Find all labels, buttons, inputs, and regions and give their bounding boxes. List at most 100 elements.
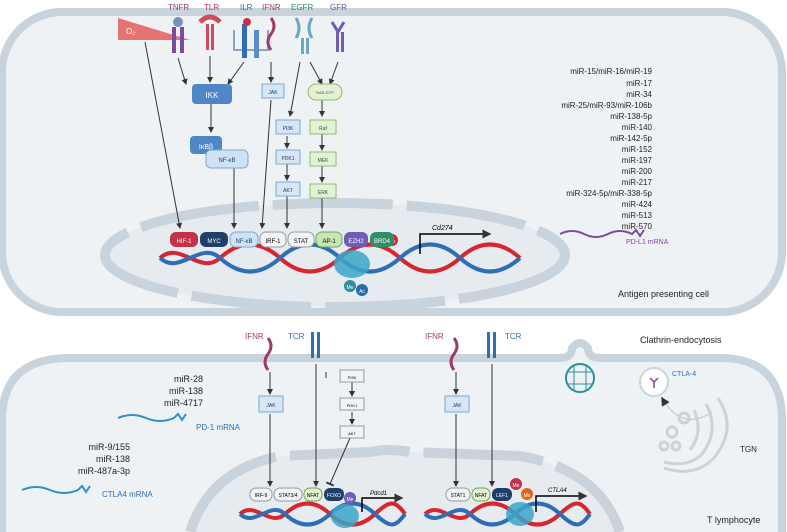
erk-node: ERK <box>309 183 337 199</box>
svg-text:Pdcd1: Pdcd1 <box>370 491 387 497</box>
svg-text:STAT1: STAT1 <box>451 493 466 499</box>
clathrin-vesicle: Clathrin-endocytosis <box>565 335 722 393</box>
svg-text:PDK1: PDK1 <box>281 156 294 162</box>
svg-text:HIF-1: HIF-1 <box>177 239 193 245</box>
ctla4-label: CTLA-4 <box>672 371 696 378</box>
svg-text:PD-1 mRNA: PD-1 mRNA <box>196 423 241 432</box>
svg-text:IRF-1: IRF-1 <box>266 239 282 245</box>
svg-text:FOXO: FOXO <box>327 493 341 499</box>
svg-text:miR-138-5p: miR-138-5p <box>610 112 652 121</box>
egfr-label: EGFR <box>291 3 313 12</box>
svg-text:AP-1: AP-1 <box>322 239 336 245</box>
svg-text:STAT3/4: STAT3/4 <box>279 493 298 499</box>
svg-text:PDK1: PDK1 <box>347 403 358 408</box>
svg-text:miR-140: miR-140 <box>622 123 653 132</box>
egfr-receptor: EGFR <box>291 3 313 54</box>
svg-text:EZH2: EZH2 <box>348 239 364 245</box>
svg-text:CTLA4: CTLA4 <box>548 488 567 494</box>
svg-text:miR-9/155: miR-9/155 <box>88 442 130 452</box>
svg-text:miR-197: miR-197 <box>622 156 653 165</box>
svg-text:IRF-9: IRF-9 <box>255 493 268 499</box>
pd1-mrna: PD-1 mRNA <box>117 412 241 432</box>
tf-brd4 <box>370 232 394 247</box>
tcell-dna-2: Me Me CTLA4 <box>423 478 592 527</box>
svg-text:NFAT: NFAT <box>307 493 319 499</box>
tf-hif1 <box>170 232 198 247</box>
tcr-t1: TCR <box>288 332 320 358</box>
svg-text:Cd274: Cd274 <box>432 225 453 232</box>
tf-ap1 <box>315 231 343 248</box>
svg-text:IFNR: IFNR <box>245 332 264 341</box>
svg-text:miR-25/miR-93/miR-106b: miR-25/miR-93/miR-106b <box>561 101 652 110</box>
svg-text:MEK: MEK <box>318 158 330 164</box>
jak-node: JAK <box>261 83 285 99</box>
svg-text:miR-142-5p: miR-142-5p <box>610 134 652 143</box>
clathrin-label: Clathrin-endocytosis <box>640 335 722 345</box>
tf-myc <box>200 232 228 247</box>
svg-text:miR-424: miR-424 <box>622 200 653 209</box>
tcell-tfs-1: IRF-9 STAT3/4 NFAT FOXO <box>249 487 344 502</box>
svg-text:Me: Me <box>513 483 520 489</box>
svg-text:TCR: TCR <box>288 332 305 341</box>
svg-text:miR-138: miR-138 <box>169 386 203 396</box>
pdl1-mrna: PD-L1 mRNA <box>559 228 669 246</box>
svg-text:NF-κB: NF-κB <box>219 158 236 164</box>
svg-text:STAT: STAT <box>294 239 309 245</box>
svg-text:miR-28: miR-28 <box>174 374 203 384</box>
svg-text:miR-34: miR-34 <box>626 90 652 99</box>
apc-mirna-list: miR-15/miR-16/miR-19 miR-17 miR-34 miR-2… <box>561 67 652 231</box>
pi3k-node: PI3K <box>275 119 301 135</box>
svg-text:MYC: MYC <box>207 239 221 245</box>
svg-text:BRD4: BRD4 <box>374 239 391 245</box>
jak-t1: JAK <box>258 395 284 413</box>
ctla4-mirna-list: miR-9/155 miR-138 miR-487a-3p <box>78 442 130 476</box>
svg-text:miR-570: miR-570 <box>622 222 653 231</box>
gfr-receptor: GFR <box>330 3 347 52</box>
raf-node: Raf <box>309 119 337 135</box>
tcell-tfs-2: STAT1 NFAT LEF1 <box>445 487 512 502</box>
tgn-label: TGN <box>740 445 757 454</box>
svg-text:Raf: Raf <box>319 126 327 132</box>
svg-text:miR-217: miR-217 <box>622 178 653 187</box>
svg-text:miR-17: miR-17 <box>626 79 652 88</box>
svg-text:NF-κB: NF-κB <box>236 239 253 245</box>
pi3k-t: PI3K <box>339 369 365 383</box>
ifnr-label: IFNR <box>262 3 281 12</box>
svg-text:Ac: Ac <box>359 289 365 295</box>
svg-text:IFNR: IFNR <box>425 332 444 341</box>
tlr-receptor: TLR <box>198 3 222 50</box>
tf-nfkb <box>229 231 259 248</box>
svg-text:Me: Me <box>347 497 354 503</box>
svg-text:miR-4717: miR-4717 <box>164 398 203 408</box>
svg-text:IKK: IKK <box>206 91 220 100</box>
svg-text:ERK: ERK <box>318 190 329 196</box>
tf-irf1 <box>259 231 287 248</box>
tcr-t2: TCR <box>487 332 522 358</box>
apc-tf-row: HIF-1 MYC NF-κB IRF-1 STAT AP-1 EZH2 BRD… <box>170 231 394 248</box>
svg-text:miR-487a-3p: miR-487a-3p <box>78 466 130 476</box>
tf-stat <box>287 231 315 248</box>
ctla4-vesicle: CTLA-4 <box>639 367 713 421</box>
akt-node: AKT <box>275 181 301 197</box>
nfkb-cyto-node: NF-κB <box>205 149 249 169</box>
pdk1-node: PDK1 <box>275 149 301 165</box>
tnfr-receptor: TNFR <box>168 3 190 53</box>
tf-ezh2 <box>344 232 368 247</box>
apc-cell <box>0 8 786 316</box>
ilr-label: ILR <box>240 3 253 12</box>
svg-text:JAK: JAK <box>452 403 462 409</box>
ifnr-t1: IFNR <box>245 332 273 371</box>
apc-cell-label: Antigen presenting cell <box>618 289 709 299</box>
svg-text:JAK: JAK <box>266 403 276 409</box>
svg-text:CTLA4 mRNA: CTLA4 mRNA <box>102 490 153 499</box>
svg-text:PI3K: PI3K <box>283 126 295 132</box>
svg-text:AKT: AKT <box>348 431 356 436</box>
ifnr-receptor: IFNR <box>262 3 281 51</box>
jak-t2: JAK <box>444 395 470 413</box>
apc-arrows <box>144 41 339 229</box>
svg-text:LEF1: LEF1 <box>496 493 508 499</box>
svg-text:RAS-GTP: RAS-GTP <box>316 90 334 95</box>
t-cell-label: T lymphocyte <box>707 515 760 525</box>
o2-label: O₂ <box>126 27 135 36</box>
